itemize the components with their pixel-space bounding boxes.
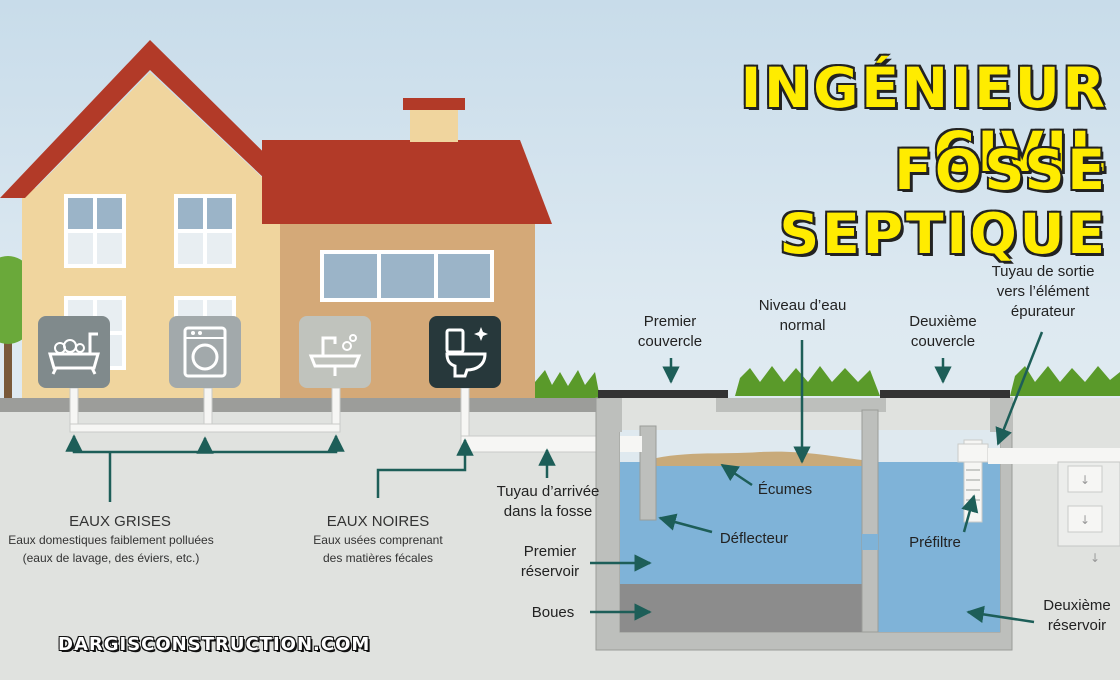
premier-couvercle-label-2: couvercle (637, 333, 703, 350)
deuxieme-couvercle-label-1: Deuxième (909, 313, 977, 330)
prefiltre-label: Préfiltre (909, 534, 961, 551)
bathtub-icon (38, 316, 110, 388)
tuyau-sortie-label-1: Tuyau de sortie (991, 263, 1095, 280)
tuyau-arrivee-label-2: dans la fosse (503, 503, 593, 520)
ecumes-label: Écumes (757, 481, 813, 498)
ground-surface-strip (0, 398, 600, 412)
title-line-2: FOSSE SEPTIQUE (779, 138, 1108, 266)
drain-field: ↓ ↓ ↓ (1057, 461, 1120, 565)
website-watermark: DARGISCONSTRUCTION.COM (58, 634, 371, 655)
tuyau-arrivee-label-1: Tuyau d’arrivée (496, 483, 600, 500)
sludge-layer (620, 584, 865, 632)
annex-roof (262, 140, 552, 224)
niveau-eau-label-1: Niveau d’eau (758, 297, 847, 314)
svg-text:↓: ↓ (1080, 513, 1090, 527)
sink-icon (299, 316, 371, 388)
toilet-icon (429, 316, 501, 388)
tuyau-sortie-label-3: épurateur (1010, 303, 1076, 320)
deflecteur-label: Déflecteur (719, 530, 789, 547)
chimney (410, 108, 458, 142)
grass (535, 366, 1120, 398)
eaux-noires-label: EAUX NOIRES (326, 513, 430, 530)
eaux-noires-desc-2: des matières fécales (322, 551, 434, 565)
tuyau-sortie-label-2: vers l’élément (996, 283, 1090, 300)
boues-label: Boues (531, 604, 575, 621)
washing-machine-icon (169, 316, 241, 388)
eaux-noires-desc-1: Eaux usées comprenant (313, 533, 443, 547)
deuxieme-reservoir-label-2: réservoir (1047, 617, 1107, 634)
eaux-grises-desc-1: Eaux domestiques faiblement polluées (8, 533, 214, 547)
premier-reservoir-label-2: réservoir (520, 563, 580, 580)
eaux-grises-desc-2: (eaux de lavage, des éviers, etc.) (22, 551, 200, 565)
deuxieme-reservoir-label-1: Deuxième (1043, 597, 1111, 614)
deuxieme-couvercle-label-2: couvercle (910, 333, 976, 350)
pointer-arrows (590, 331, 1044, 624)
premier-reservoir-label-1: Premier (523, 543, 577, 560)
grouping-brackets (65, 434, 556, 502)
title-line-1: INGÉNIEUR CIVIL (740, 56, 1108, 184)
svg-text:↓: ↓ (1080, 473, 1090, 487)
premier-couvercle-label-1: Premier (643, 313, 697, 330)
niveau-eau-label-2: normal (779, 317, 826, 334)
svg-text:↓: ↓ (1090, 551, 1100, 565)
eaux-grises-label: EAUX GRISES (69, 513, 171, 530)
